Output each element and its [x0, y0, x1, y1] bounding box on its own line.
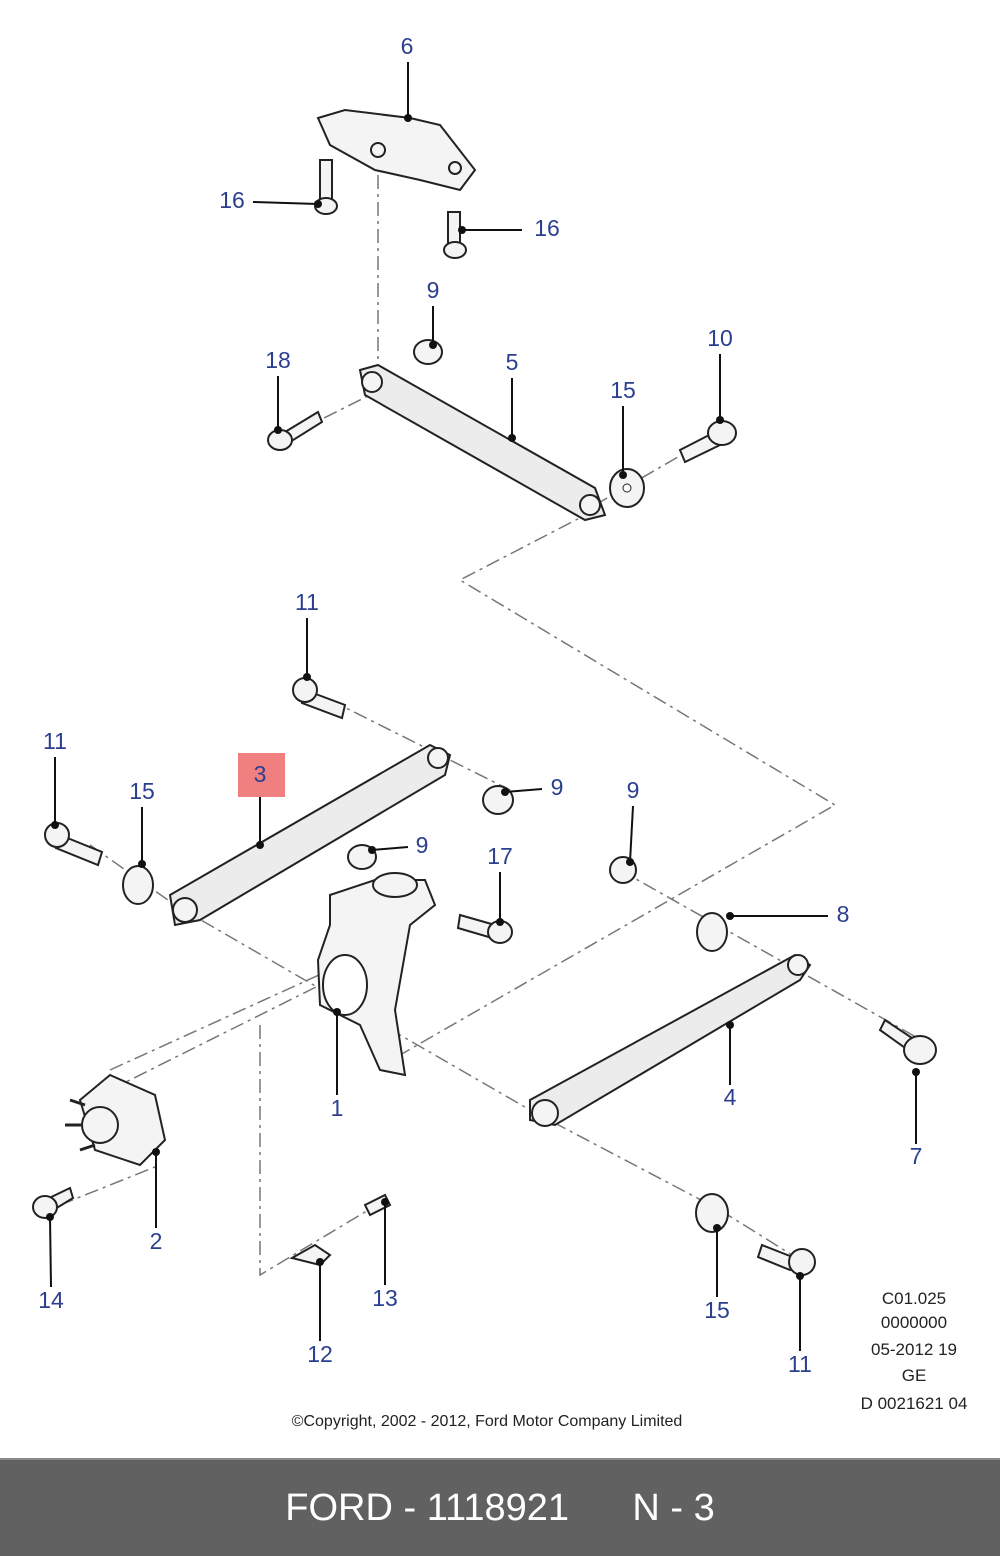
callout-5[interactable]: 5: [506, 349, 519, 375]
callout-12[interactable]: 12: [307, 1341, 333, 1367]
footer-bar: FORD - 1118921 N - 3: [0, 1458, 1000, 1556]
callout-15[interactable]: 15: [704, 1297, 730, 1323]
callout-17[interactable]: 17: [487, 843, 513, 869]
callout-11[interactable]: 11: [295, 589, 319, 615]
part-5-arm: [358, 363, 607, 522]
part-15-washer: [122, 865, 154, 905]
part-11-bolt: [44, 822, 104, 867]
part-17-bolt: [456, 913, 513, 944]
callout-15[interactable]: 15: [129, 778, 155, 804]
callout-1[interactable]: 1: [331, 1095, 344, 1121]
part-3-arm: [168, 743, 452, 927]
part-number: FORD - 1118921: [285, 1486, 569, 1529]
callout-8[interactable]: 8: [837, 901, 850, 927]
callout-ref: N - 3: [632, 1486, 715, 1529]
highlight-box: [238, 753, 285, 797]
part-15-washer: [695, 1193, 729, 1233]
part-2-hub: [65, 1073, 167, 1167]
callout-7[interactable]: 7: [910, 1143, 923, 1169]
assembly-lines: [59, 175, 931, 1277]
footer-spacer: [569, 1487, 632, 1530]
callout-18[interactable]: 18: [265, 347, 291, 373]
callout-10[interactable]: 10: [707, 325, 733, 351]
callout-16[interactable]: 16: [219, 187, 245, 213]
info-line: 05-2012 19: [871, 1340, 957, 1359]
part-16-bolt: [443, 211, 467, 259]
leader-lines: [46, 62, 920, 1351]
part-18-bolt: [267, 410, 324, 451]
part-16-bolt: [314, 159, 338, 215]
info-line: 0000000: [881, 1313, 947, 1332]
callout-6[interactable]: 6: [401, 33, 414, 59]
callout-9[interactable]: 9: [416, 832, 429, 858]
callout-13[interactable]: 13: [372, 1285, 398, 1311]
part-9-bush: [413, 339, 443, 365]
part-11-bolt: [756, 1243, 816, 1276]
part-11-bolt: [292, 677, 347, 720]
info-line: D 0021621 04: [861, 1394, 968, 1413]
info-line: C01.025: [882, 1289, 946, 1308]
drawing-info-block: C01.025 0000000 05-2012 19 GE D 0021621 …: [861, 1289, 968, 1413]
callout-4[interactable]: 4: [724, 1084, 737, 1110]
callout-14[interactable]: 14: [38, 1287, 64, 1313]
part-8-washer: [696, 912, 728, 952]
callout-9[interactable]: 9: [627, 777, 640, 803]
callout-11[interactable]: 11: [788, 1351, 812, 1377]
part-14-bolt: [32, 1186, 75, 1219]
callout-9[interactable]: 9: [551, 774, 564, 800]
part-12-sensor: [289, 1243, 332, 1267]
callout-11[interactable]: 11: [43, 728, 67, 754]
callout-3-highlighted[interactable]: 3: [254, 761, 267, 787]
callout-16[interactable]: 16: [534, 215, 560, 241]
part-10-bolt: [678, 420, 737, 464]
callout-9[interactable]: 9: [427, 277, 440, 303]
part-7-bolt: [878, 1018, 937, 1065]
callout-2[interactable]: 2: [150, 1228, 163, 1254]
copyright-text: ©Copyright, 2002 - 2012, Ford Motor Comp…: [292, 1413, 683, 1430]
part-4-arm: [529, 953, 812, 1127]
part-1-knuckle: [316, 872, 437, 1077]
part-6-bracket: [316, 108, 477, 192]
callout-15[interactable]: 15: [610, 377, 636, 403]
callout-labels: 6 16 16 9 18 5 10 15 11 11 15 3 9 9 17 9…: [38, 33, 922, 1377]
info-line: GE: [902, 1366, 927, 1385]
parts-diagram: 6 16 16 9 18 5 10 15 11 11 15 3 9 9 17 9…: [32, 33, 968, 1430]
part-15-washer: [609, 468, 645, 508]
